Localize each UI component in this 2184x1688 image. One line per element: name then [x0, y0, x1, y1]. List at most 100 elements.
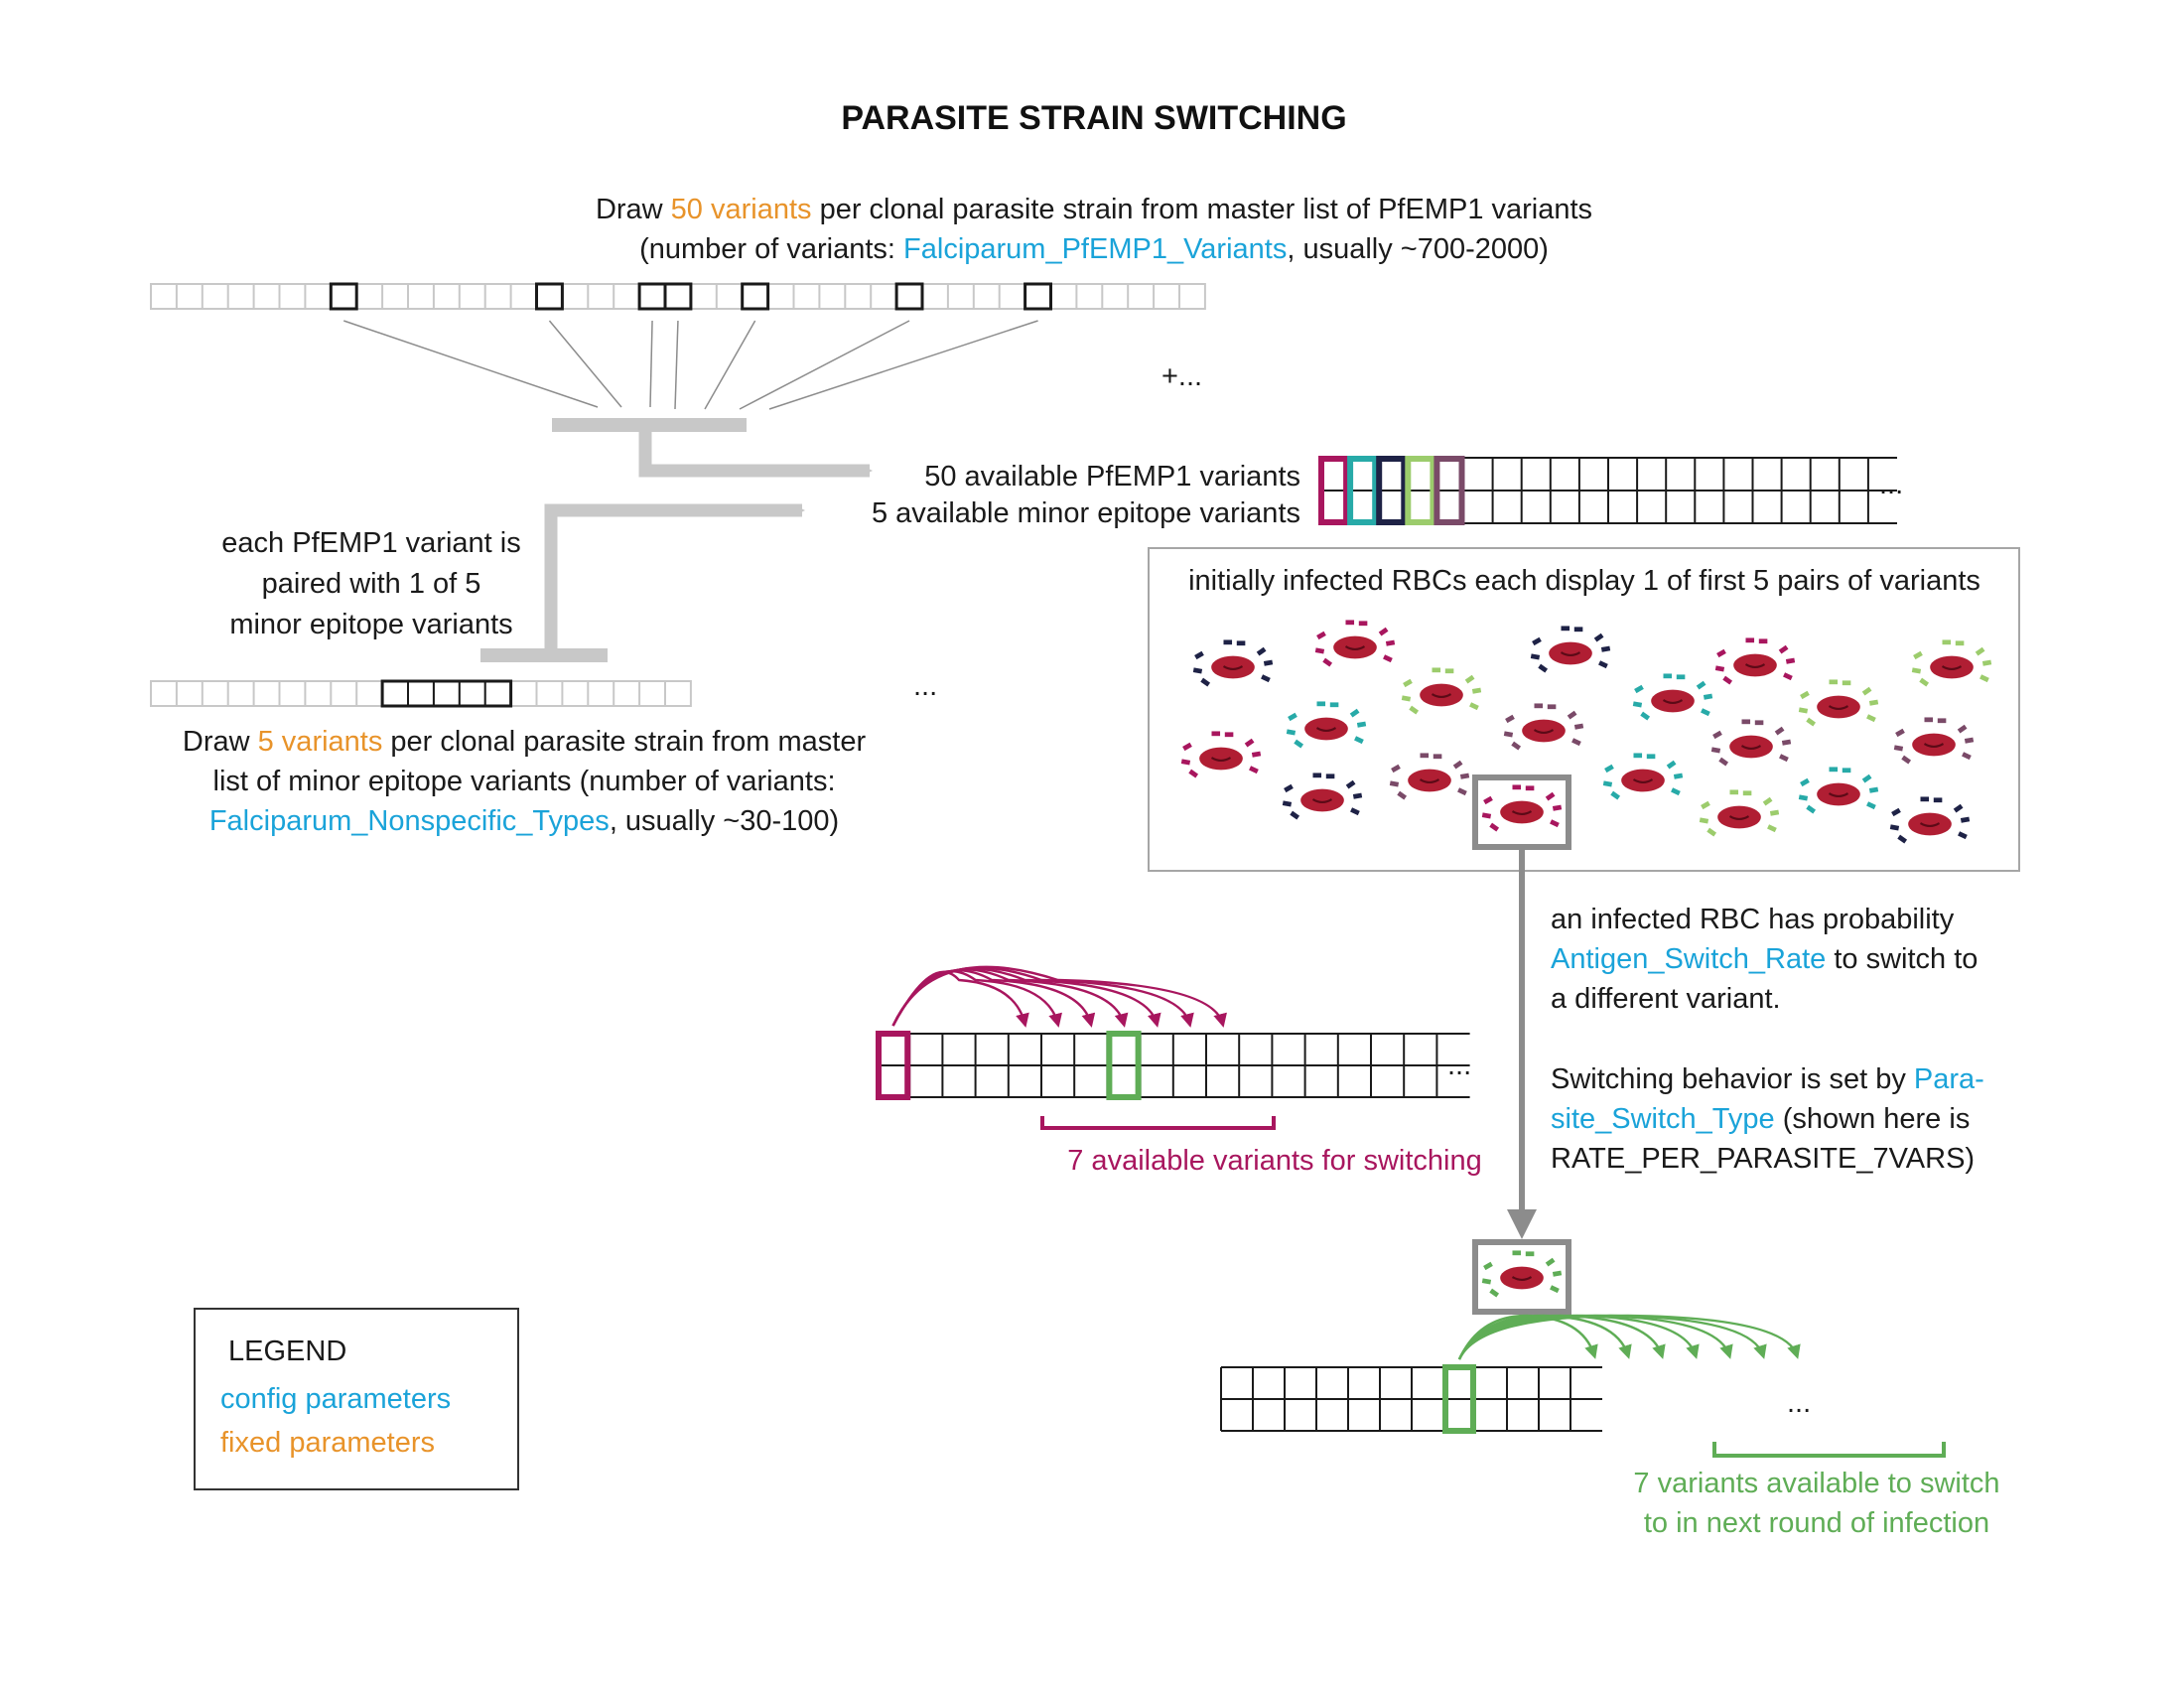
- antigen-mark: [1481, 812, 1492, 819]
- rbc-groove: [1828, 705, 1849, 710]
- rbc-body: [1651, 689, 1695, 713]
- rbc-cell: [1893, 717, 1975, 765]
- antigen-mark: [1316, 701, 1326, 707]
- switch-line4: Switching behavior is set by Para-: [1551, 1063, 1984, 1095]
- selected-variant-cell: [329, 282, 358, 311]
- switch-highlight: [1106, 1031, 1142, 1100]
- selected-variant-cell: [894, 282, 924, 311]
- rbc-groove: [1344, 645, 1366, 650]
- antigen-mark: [1552, 1270, 1563, 1277]
- selected-variant-cell: [637, 282, 667, 311]
- antigen-mark: [1188, 769, 1199, 778]
- draw5-line3: Falciparum_Nonspecific_Types, usually ~3…: [209, 805, 839, 837]
- antigen-mark: [1962, 752, 1972, 761]
- antigen-mark: [1924, 717, 1934, 723]
- antigen-mark: [1774, 726, 1785, 736]
- antigen-mark: [1666, 760, 1677, 770]
- antigen-mark: [1211, 731, 1221, 737]
- antigen-mark: [1457, 787, 1467, 796]
- rbc-groove: [1923, 743, 1945, 748]
- antigen-mark: [1571, 738, 1581, 747]
- rbc-body: [1333, 635, 1377, 659]
- antigen-mark: [1712, 730, 1722, 740]
- antigen-mark: [1263, 659, 1274, 666]
- rbc-body: [1621, 769, 1665, 792]
- antigen-mark: [1459, 773, 1470, 779]
- antigen-mark: [1829, 679, 1839, 685]
- draw5-line1: Draw 5 variants per clonal parasite stra…: [183, 726, 867, 758]
- antigen-mark: [1716, 648, 1726, 658]
- antigen-mark: [1610, 790, 1621, 800]
- antigen-mark: [1194, 650, 1204, 660]
- draw50-line2: (number of variants: Falciparum_PfEMP1_V…: [639, 233, 1549, 265]
- antigen-mark: [1538, 663, 1549, 673]
- minor-arrow: [544, 503, 805, 653]
- antigen-mark: [1503, 731, 1514, 738]
- next-array-ellipsis: ...: [1787, 1387, 1811, 1419]
- selected-rbc-frame: [1472, 774, 1571, 850]
- antigen-mark: [1316, 631, 1326, 640]
- rbc-body: [1304, 717, 1348, 741]
- antigen-mark: [1288, 712, 1297, 722]
- rbc-groove: [1744, 663, 1766, 668]
- antigen-mark: [1489, 822, 1500, 832]
- antigen-mark: [1718, 757, 1729, 767]
- rbc-groove: [1728, 815, 1750, 820]
- rbc-cell: [1180, 731, 1262, 778]
- rbc-body: [1420, 683, 1463, 707]
- antigen-mark: [1779, 754, 1789, 763]
- rbc-body: [1300, 788, 1344, 812]
- antigen-mark: [1598, 660, 1608, 669]
- antigen-mark: [1545, 1257, 1556, 1267]
- antigen-mark: [1663, 673, 1673, 679]
- switch-highlight: [876, 1031, 911, 1100]
- antigen-mark: [1703, 693, 1713, 700]
- antigen-mark: [1561, 626, 1570, 632]
- rbc-groove: [1919, 822, 1941, 827]
- rbc-groove: [1511, 1276, 1533, 1281]
- antigen-mark: [1769, 809, 1780, 816]
- legend-heading: LEGEND: [228, 1336, 346, 1367]
- antigen-mark: [1762, 796, 1773, 806]
- rbc-cell: [1699, 789, 1780, 837]
- selection-line: [674, 320, 679, 410]
- rbc-cell: [1481, 1250, 1563, 1298]
- antigen-mark: [1282, 800, 1293, 807]
- legend-config: config parameters: [220, 1383, 451, 1415]
- available-pair-highlight: [1376, 456, 1408, 525]
- antigen-mark: [1481, 1278, 1492, 1285]
- rbc-groove: [1740, 745, 1762, 750]
- antigen-mark: [1573, 627, 1583, 633]
- antigen-mark: [1722, 675, 1733, 685]
- antigen-mark: [1284, 783, 1294, 793]
- next-fan-arrow: [1457, 1314, 1632, 1360]
- antigen-mark: [1383, 654, 1393, 663]
- rbc-groove: [1431, 693, 1452, 698]
- antigen-mark: [1920, 796, 1930, 802]
- antigen-mark: [1401, 695, 1412, 702]
- antigen-mark: [1294, 739, 1304, 749]
- next-highlight: [1442, 1364, 1476, 1434]
- antigen-mark: [1604, 764, 1614, 774]
- antigen-mark: [1893, 745, 1904, 752]
- switch-line5: site_Switch_Type (shown here is: [1551, 1103, 1970, 1135]
- antigen-mark: [1420, 753, 1430, 759]
- antigen-mark: [1345, 779, 1356, 789]
- antigen-mark: [1356, 721, 1367, 728]
- antigen-mark: [1781, 739, 1792, 746]
- selected-variant-cell: [535, 282, 564, 311]
- antigen-mark: [1778, 644, 1789, 654]
- antigen-mark: [1767, 824, 1777, 833]
- selection-line: [649, 320, 653, 408]
- rbc-cell: [1632, 673, 1713, 721]
- antigen-mark: [1505, 714, 1515, 724]
- antigen-mark: [1286, 729, 1297, 736]
- antigen-mark: [1532, 636, 1542, 646]
- antigen-mark: [1602, 780, 1613, 787]
- antigen-mark: [1314, 647, 1325, 654]
- antigen-mark: [1600, 645, 1611, 652]
- antigen-mark: [1842, 768, 1851, 774]
- antigen-mark: [1646, 754, 1656, 760]
- available-ellipsis: ...: [1879, 469, 1903, 500]
- rbc-cell: [1889, 796, 1971, 844]
